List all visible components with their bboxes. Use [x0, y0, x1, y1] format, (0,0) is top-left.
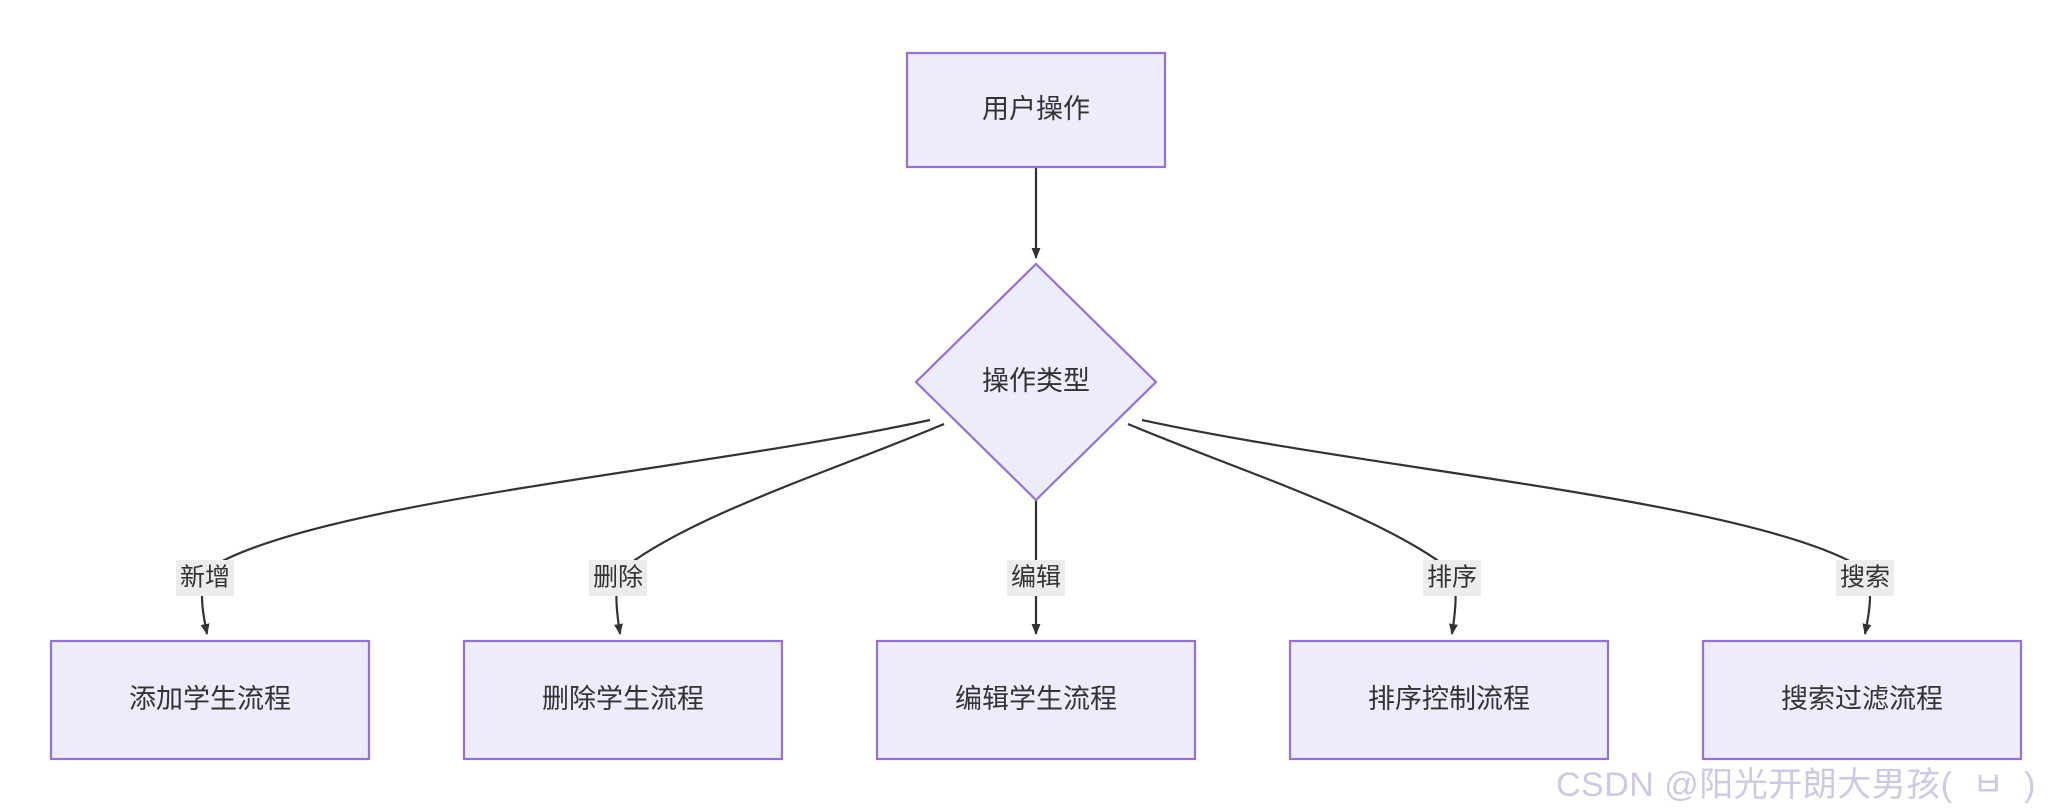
edge-label-background — [589, 560, 647, 596]
edge-labels-layer: 新增 删除 编辑 排序 搜索 — [176, 560, 1894, 596]
process-shape — [905, 51, 1167, 169]
edge-label-background — [1007, 560, 1065, 596]
edge-label-text: 排序 — [1427, 564, 1477, 592]
decision-shape — [914, 262, 1158, 502]
edge-label-edit-student: 编辑 — [1007, 560, 1065, 596]
node-label: 排序控制流程 — [1368, 684, 1530, 714]
edge-label-background — [176, 560, 234, 596]
node-search-filter[interactable]: 搜索过滤流程 — [1701, 639, 2023, 761]
node-label: 用户操作 — [982, 94, 1090, 124]
node-sort-control[interactable]: 排序控制流程 — [1288, 639, 1610, 761]
edge-label-background — [1423, 560, 1481, 596]
process-shape — [875, 639, 1197, 761]
node-edit-student[interactable]: 编辑学生流程 — [875, 639, 1197, 761]
edge-action-type-to-sort-control — [1127, 422, 1458, 635]
node-action-type[interactable]: 操作类型 — [914, 262, 1158, 502]
edge-action-type-to-delete-student — [614, 422, 945, 635]
edge-action-type-to-search-filter — [1141, 418, 1872, 635]
process-shape — [462, 639, 784, 761]
process-shape — [1288, 639, 1610, 761]
edge-label-text: 删除 — [593, 564, 643, 592]
edge-label-text: 编辑 — [1011, 564, 1061, 592]
edge-label-text: 新增 — [180, 564, 230, 592]
edge-label-background — [1836, 560, 1894, 596]
node-label: 操作类型 — [982, 366, 1090, 396]
node-label: 添加学生流程 — [129, 684, 291, 714]
edge-label-sort-control: 排序 — [1423, 560, 1481, 596]
node-add-student[interactable]: 添加学生流程 — [49, 639, 371, 761]
node-user-action[interactable]: 用户操作 — [905, 51, 1167, 169]
node-label: 删除学生流程 — [542, 684, 704, 714]
node-label: 搜索过滤流程 — [1781, 684, 1943, 714]
process-shape — [49, 639, 371, 761]
edge-label-search-filter: 搜索 — [1836, 560, 1894, 596]
node-delete-student[interactable]: 删除学生流程 — [462, 639, 784, 761]
edge-label-text: 搜索 — [1840, 564, 1890, 592]
edge-action-type-to-add-student — [200, 418, 931, 635]
edge-label-delete-student: 删除 — [589, 560, 647, 596]
process-shape — [1701, 639, 2023, 761]
node-label: 编辑学生流程 — [955, 684, 1117, 714]
edge-label-add-student: 新增 — [176, 560, 234, 596]
